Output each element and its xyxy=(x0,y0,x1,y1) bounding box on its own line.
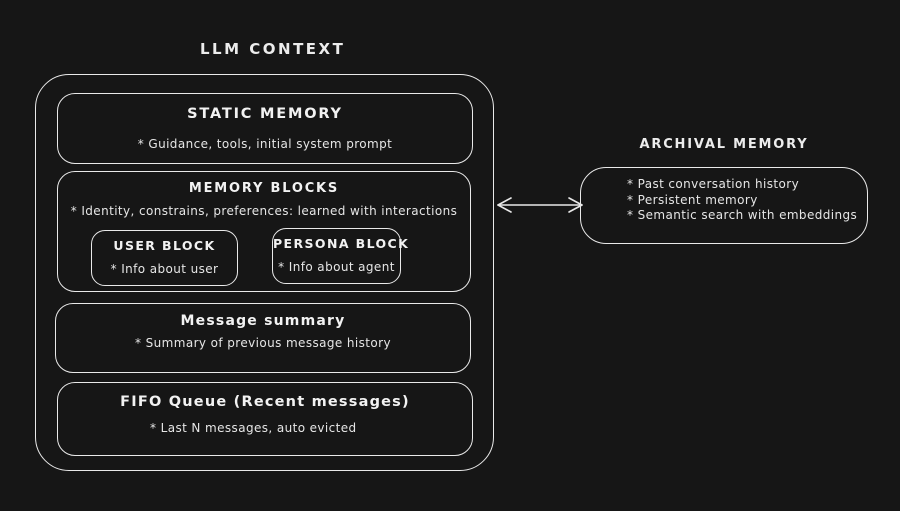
message-summary-heading: Message summary xyxy=(180,313,346,329)
persona-block-heading: PERSONA BLOCK xyxy=(273,236,410,251)
static-memory-bullet: * Guidance, tools, initial system prompt xyxy=(137,137,393,151)
static-memory-heading: STATIC MEMORY xyxy=(187,106,343,122)
fifo-queue-heading: FIFO Queue (Recent messages) xyxy=(120,394,410,410)
user-block-bullet: * Info about user xyxy=(110,262,219,276)
persona-block-bullet: * Info about agent xyxy=(278,260,395,274)
message-summary-box: Message summary * Summary of previous me… xyxy=(55,303,471,373)
static-memory-box: STATIC MEMORY * Guidance, tools, initial… xyxy=(57,93,473,164)
fifo-queue-box: FIFO Queue (Recent messages) * Last N me… xyxy=(57,382,473,456)
archival-bullet-past-history: * Past conversation history xyxy=(627,177,800,191)
memory-blocks-box: MEMORY BLOCKS * Identity, constrains, pr… xyxy=(57,171,471,292)
archival-bullet-semantic-search: * Semantic search with embeddings xyxy=(627,208,858,222)
persona-block-box: PERSONA BLOCK * Info about agent xyxy=(272,228,410,284)
bidirectional-arrow-icon xyxy=(497,197,583,213)
llm-context-title: LLM CONTEXT xyxy=(200,40,346,58)
memory-blocks-heading: MEMORY BLOCKS xyxy=(188,181,340,196)
user-block-heading: USER BLOCK xyxy=(113,238,216,253)
archival-bullet-persistent-memory: * Persistent memory xyxy=(627,192,758,207)
user-block-box: USER BLOCK * Info about user xyxy=(91,230,238,286)
archival-memory-box: * Past conversation history * Persistent… xyxy=(580,167,868,244)
llm-context-container: STATIC MEMORY * Guidance, tools, initial… xyxy=(35,74,494,471)
memory-blocks-bullet: * Identity, constrains, preferences: lea… xyxy=(70,204,458,218)
fifo-queue-bullet: * Last N messages, auto evicted xyxy=(150,421,357,435)
message-summary-bullet: * Summary of previous message history xyxy=(135,336,391,350)
archival-memory-title: ARCHIVAL MEMORY xyxy=(639,137,809,152)
